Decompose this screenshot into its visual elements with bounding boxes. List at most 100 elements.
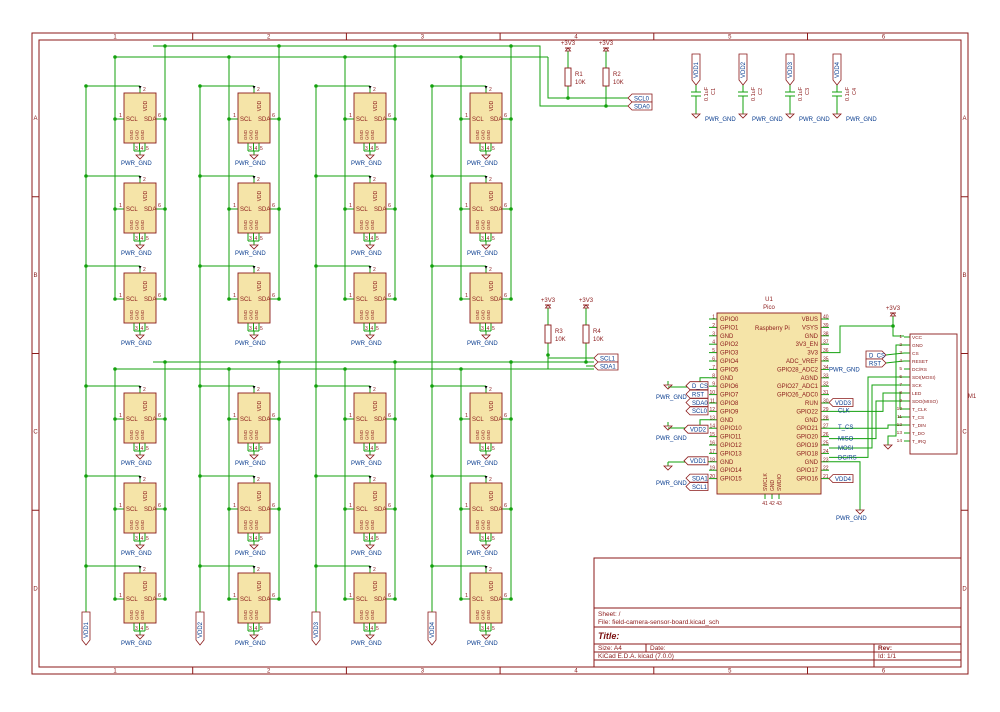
pico-left-pin-name: GPIO11 (720, 435, 742, 441)
display-pin-num: 8 (899, 390, 902, 396)
sensor-scl-label: SCL (472, 597, 484, 603)
gnd-label: PWR_GND (467, 251, 498, 257)
sensor-gnd-label: GND (365, 309, 370, 320)
vdd-flag-group: VDD3 (312, 612, 320, 645)
pico-left-pin-num: 9 (712, 382, 715, 388)
sensor-pin-1: 1 (465, 203, 468, 209)
cap-ref: C4 (852, 88, 858, 95)
gnd-label: PWR_GND (235, 251, 266, 257)
sensor-pin-4: 4 (141, 146, 144, 152)
pico-left-pin-num: 14 (709, 424, 715, 430)
resistor-body (545, 325, 551, 343)
pico-brand: Raspberry Pi (755, 326, 790, 332)
sensor-pin-2: 2 (373, 87, 376, 93)
junction-dot (277, 507, 281, 511)
junction-dot (198, 384, 202, 388)
gnd-label: PWR_GND (351, 461, 382, 467)
sensor-pin-3: 3 (135, 626, 138, 632)
pico-right-pin-name: 3V3_EN (796, 342, 818, 348)
sensor-pin-5: 5 (376, 146, 379, 152)
sensor-pin-2: 2 (257, 87, 260, 93)
sensor-gnd-label: GND (486, 219, 491, 230)
display-pin-name: T_CLK (912, 407, 928, 413)
pico-right-pin-name: VSYS (802, 325, 818, 331)
sensor-gnd-label: GND (254, 309, 259, 320)
sensor-pin-5: 5 (492, 536, 495, 542)
sensor-sda-label: SDA (144, 507, 156, 513)
sensor-pin-6: 6 (504, 113, 507, 119)
sensor-vdd-label: VDD (373, 190, 379, 201)
sensor-vdd-label: VDD (257, 100, 263, 111)
sensor-pin-5: 5 (492, 236, 495, 242)
pico-left-pin-num: 17 (709, 449, 715, 455)
pico-left-pin-num: 6 (712, 357, 715, 363)
sensor-pin-5: 5 (260, 446, 263, 452)
vdd-net-flag-label: VDD4 (430, 621, 436, 638)
pico-right-pin-num: 30 (823, 399, 829, 405)
junction-dot (314, 474, 318, 478)
pico-right-pin-name: GPIO19 (796, 443, 818, 449)
sensor-scl-label: SCL (356, 597, 368, 603)
ground-symbol (136, 245, 144, 249)
sensor-pin-5: 5 (492, 446, 495, 452)
junction-dot (113, 297, 117, 301)
junction-dot (198, 84, 202, 88)
junction-dot (509, 117, 513, 121)
junction-dot (314, 564, 318, 568)
sensor-sda-label: SDA (258, 597, 270, 603)
pico-ref: U1 (765, 297, 773, 303)
sensor-scl-label: SCL (472, 297, 484, 303)
sensor-gnd-label: GND (140, 309, 145, 320)
sensor-gnd-label: GND (243, 219, 248, 230)
gnd-label: PWR_GND (351, 641, 382, 647)
sensor-pin-4: 4 (487, 146, 490, 152)
sensor-sda-label: SDA (490, 417, 502, 423)
sensor-pin-3: 3 (135, 326, 138, 332)
pico-bottom-pin-name: GND (770, 480, 776, 492)
junction-dot (509, 507, 513, 511)
sensor-vdd-label: VDD (143, 400, 149, 411)
sensor-gnd-label: GND (475, 609, 480, 620)
sensor-pin-1: 1 (119, 293, 122, 299)
sensor-pin-6: 6 (158, 593, 161, 599)
sensor-sda-label: SDA (144, 297, 156, 303)
sensor-pin-5: 5 (260, 326, 263, 332)
net-flag-label: VDD2 (690, 428, 707, 434)
sensor-gnd-label: GND (129, 129, 134, 140)
junction-dot (343, 417, 347, 421)
sensor-vdd-marker (485, 386, 488, 389)
pico-right-pin-name: ADC_VREF (786, 359, 818, 365)
sensor-scl-label: SCL (126, 297, 138, 303)
net-flag-label: D_CS (692, 384, 708, 390)
display-pin-name: LED (912, 391, 922, 397)
sensor-pin-1: 1 (349, 593, 352, 599)
sensor-pin-3: 3 (135, 146, 138, 152)
ground-symbol (366, 545, 374, 549)
sensor-pin-2: 2 (489, 87, 492, 93)
ground-symbol (136, 545, 144, 549)
sensor-pin-6: 6 (504, 593, 507, 599)
ground-symbol (482, 335, 490, 339)
junction-dot (459, 207, 463, 211)
sensor-gnd-label: GND (486, 609, 491, 620)
sensor-pin-5: 5 (492, 626, 495, 632)
sensor-pin-3: 3 (249, 446, 252, 452)
sensor-vdd-marker (485, 476, 488, 479)
ground-symbol (482, 545, 490, 549)
sensor-gnd-label: GND (135, 219, 140, 230)
sensor-sda-label: SDA (144, 417, 156, 423)
net-flag-label: SCL1 (600, 356, 616, 362)
sensor-vdd-marker (139, 386, 142, 389)
sensor-scl-label: SCL (472, 207, 484, 213)
pico-right-pin-num: 27 (823, 424, 829, 430)
junction-dot (163, 297, 167, 301)
ground-symbol (366, 635, 374, 639)
pico-left-pin-num: 7 (712, 365, 715, 371)
sensor-sda-label: SDA (374, 507, 386, 513)
net-flag-label: VDD3 (835, 401, 852, 407)
sensor-pin-2: 2 (489, 567, 492, 573)
sensor-pin-6: 6 (158, 113, 161, 119)
